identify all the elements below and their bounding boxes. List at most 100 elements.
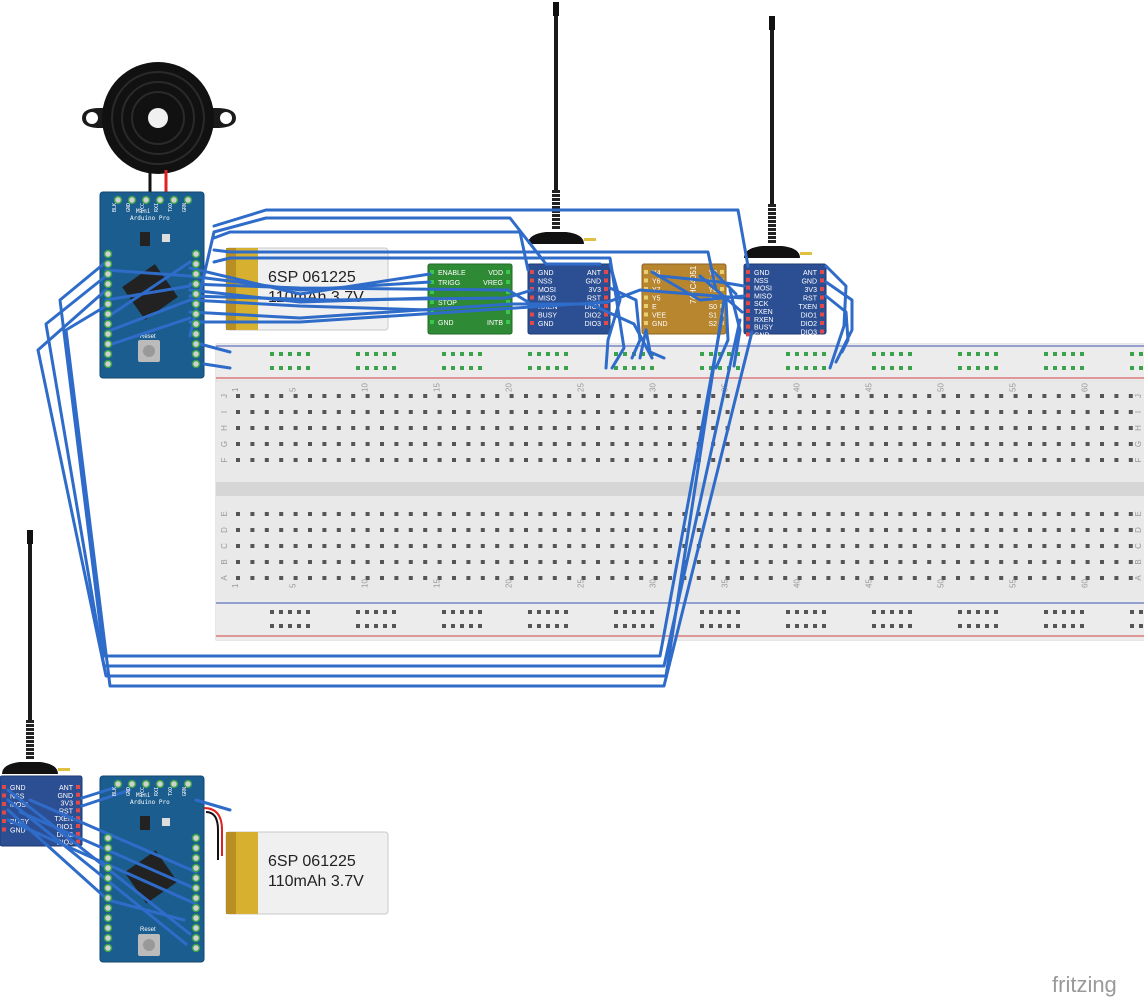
- bottom-rail-holes: [270, 610, 1143, 628]
- arduino-top-pin-label: TXO: [168, 203, 174, 212]
- antenna: [744, 16, 812, 258]
- column-number: 45: [865, 383, 874, 392]
- row-letter: A: [220, 575, 229, 581]
- row-letter: E: [220, 511, 229, 516]
- pin-label: 3V3: [61, 801, 74, 808]
- column-number: 5: [289, 583, 298, 588]
- wire: [728, 288, 742, 368]
- wire: [64, 304, 754, 688]
- battery-label-line2: 110mAh 3.7V: [268, 873, 364, 890]
- pin-label: E: [652, 304, 657, 311]
- row-letter: F: [220, 457, 229, 462]
- column-number: 45: [865, 579, 874, 588]
- column-number: 50: [937, 383, 946, 392]
- column-number: 5: [289, 387, 298, 392]
- pin-label: MOSI: [754, 286, 772, 293]
- wire: [212, 216, 602, 266]
- column-number: 15: [433, 579, 442, 588]
- arduino-top-pin-label: RXI: [154, 787, 160, 796]
- wire: [714, 298, 730, 370]
- column-number: 50: [937, 579, 946, 588]
- row-letter: J: [220, 394, 229, 398]
- lipo-battery-bottom: 6SP 061225 110mAh 3.7V: [203, 807, 389, 915]
- antenna: [2, 530, 70, 774]
- wire: [212, 208, 750, 268]
- wire: [658, 274, 746, 288]
- arduino-top-pin-label: BLK: [112, 203, 118, 212]
- column-number: 10: [361, 383, 370, 392]
- wire: [58, 260, 724, 658]
- arduino-top-pin-label: RXI: [154, 203, 160, 212]
- column-number: 40: [793, 383, 802, 392]
- wire: [80, 784, 122, 800]
- wire: [104, 284, 192, 302]
- column-number: 60: [1081, 579, 1090, 588]
- wire: [188, 282, 530, 304]
- row-letter: J: [1134, 394, 1143, 398]
- wire: [644, 328, 666, 360]
- pin-label: GND: [754, 332, 770, 339]
- wire: [638, 328, 648, 360]
- pin-label: GND: [801, 279, 817, 286]
- column-number: 20: [505, 579, 514, 588]
- pin-label: GND: [538, 270, 554, 277]
- pin-label: RST: [59, 808, 74, 815]
- pin-label: GND: [585, 279, 601, 286]
- row-letter: G: [1134, 441, 1143, 447]
- buzzer-center: [148, 108, 168, 128]
- row-letter: D: [220, 527, 229, 533]
- pin-label: VEE: [652, 313, 666, 320]
- wire: [650, 270, 746, 302]
- wire: [188, 298, 432, 312]
- arduino-top-pin-label: GND: [126, 203, 132, 212]
- wire: [212, 256, 626, 370]
- column-number: 1: [231, 583, 240, 588]
- column-number: 10: [361, 579, 370, 588]
- pin-label: ANT: [587, 270, 602, 277]
- column-number: 15: [433, 383, 442, 392]
- column-number: 55: [1009, 383, 1018, 392]
- arduino-top-pin-label: GRN: [182, 203, 188, 212]
- wire: [104, 268, 192, 278]
- pin-label: Y6: [652, 279, 661, 286]
- row-letter: C: [220, 543, 229, 549]
- pin-label: TXEN: [754, 309, 773, 316]
- pin-label: RST: [587, 296, 602, 303]
- row-letter: I: [1134, 411, 1143, 413]
- pin-label: DIO3: [801, 330, 817, 337]
- pin-label: DIO2: [801, 321, 817, 328]
- wire: [710, 268, 738, 296]
- pin-label: RXEN: [754, 317, 773, 324]
- row-letter: B: [220, 559, 229, 564]
- row-letter: B: [1134, 559, 1143, 564]
- pin-label: ANT: [59, 785, 74, 792]
- pin-label: TXEN: [798, 304, 817, 311]
- arduino-top-pin-label: VCC: [140, 203, 146, 212]
- pin-label: NSS: [754, 278, 769, 285]
- pin-label: 3V3: [805, 287, 818, 294]
- pin-label: ENABLE: [438, 270, 466, 277]
- pin-label: DIO1: [57, 824, 73, 831]
- pin-label: MOSI: [538, 287, 556, 294]
- battery-label-line1: 6SP 061225: [268, 853, 356, 870]
- wire: [80, 788, 132, 808]
- pin-label: TRIGG: [438, 280, 460, 287]
- arduino-top-pin-label: BLK: [112, 787, 118, 796]
- pin-label: GND: [57, 793, 73, 800]
- wire: [824, 264, 848, 370]
- pin-label: SCK: [754, 301, 769, 308]
- arduino-name-line2: Arduino Pro: [130, 215, 170, 222]
- arduino-pin-headers: BLK GND VCC RXI TXO GRN: [103, 195, 201, 369]
- reset-label: Reset: [140, 927, 156, 933]
- terminal-strip-top: [236, 394, 1133, 462]
- wiring: [6, 208, 854, 946]
- pin-label: STOP: [438, 300, 457, 307]
- wire: [36, 288, 726, 678]
- wire: [6, 798, 188, 946]
- reset-label: Reset: [140, 334, 156, 340]
- pin-label: S2: [708, 321, 717, 328]
